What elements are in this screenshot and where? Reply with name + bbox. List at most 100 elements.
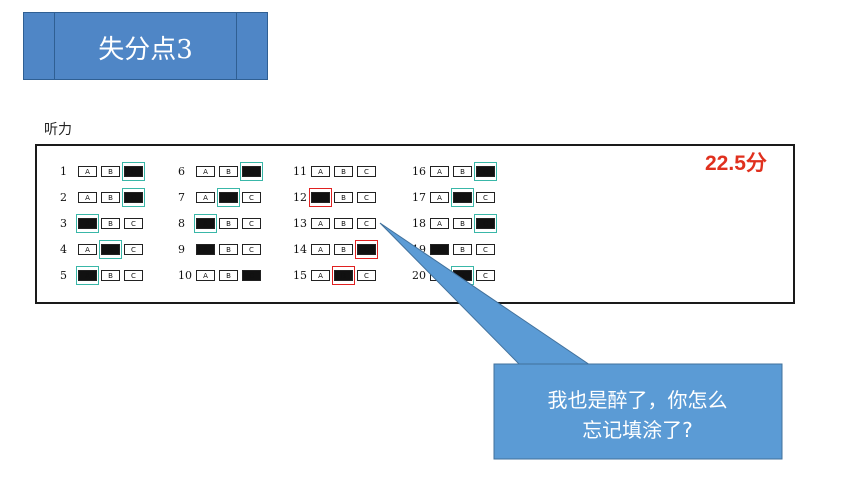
question-number: 14 bbox=[293, 243, 307, 256]
option-c-bubble[interactable]: C bbox=[242, 270, 261, 281]
option-c-bubble[interactable]: C bbox=[240, 162, 263, 181]
correct-mark-box bbox=[99, 240, 122, 259]
question-number: 15 bbox=[293, 269, 307, 282]
wrong-mark-box bbox=[355, 240, 378, 259]
option-b-bubble[interactable]: B bbox=[453, 218, 472, 229]
option-c-bubble[interactable]: C bbox=[124, 244, 143, 255]
option-a-bubble[interactable]: A bbox=[196, 244, 215, 255]
callout-pointer bbox=[379, 222, 592, 366]
option-b-bubble[interactable]: B bbox=[332, 266, 355, 285]
callout-line-1: 我也是醉了，你怎么 bbox=[547, 388, 728, 412]
option-c-bubble[interactable]: C bbox=[476, 270, 495, 281]
option-b-bubble[interactable]: B bbox=[219, 166, 238, 177]
option-c-bubble[interactable]: C bbox=[242, 218, 261, 229]
option-a-bubble[interactable]: A bbox=[196, 270, 215, 281]
option-a-bubble[interactable]: A bbox=[78, 192, 97, 203]
option-c-bubble[interactable]: C bbox=[124, 218, 143, 229]
option-a-bubble[interactable]: A bbox=[311, 166, 330, 177]
option-a-bubble[interactable]: A bbox=[196, 166, 215, 177]
option-c-bubble[interactable]: C bbox=[122, 162, 145, 181]
option-b-bubble[interactable]: B bbox=[219, 244, 238, 255]
wrong-mark-box bbox=[309, 188, 332, 207]
question-number: 18 bbox=[412, 217, 426, 230]
answer-sheet bbox=[35, 144, 795, 304]
option-c-bubble[interactable]: C bbox=[355, 240, 378, 259]
option-a-bubble[interactable]: A bbox=[76, 214, 99, 233]
option-b-bubble[interactable]: B bbox=[334, 192, 353, 203]
correct-mark-box bbox=[194, 214, 217, 233]
question-number: 20 bbox=[412, 269, 426, 282]
option-b-bubble[interactable]: B bbox=[453, 244, 472, 255]
correct-mark-box bbox=[76, 266, 99, 285]
option-a-bubble[interactable]: A bbox=[430, 218, 449, 229]
option-b-bubble[interactable]: B bbox=[101, 270, 120, 281]
option-b-bubble[interactable]: B bbox=[334, 166, 353, 177]
question-number: 4 bbox=[60, 243, 67, 256]
option-a-bubble[interactable]: A bbox=[430, 192, 449, 203]
option-c-bubble[interactable]: C bbox=[476, 192, 495, 203]
option-c-bubble[interactable]: C bbox=[476, 244, 495, 255]
option-a-bubble[interactable]: A bbox=[430, 244, 449, 255]
option-b-bubble[interactable]: B bbox=[219, 218, 238, 229]
question-number: 3 bbox=[60, 217, 67, 230]
option-c-bubble[interactable]: C bbox=[357, 270, 376, 281]
option-b-bubble[interactable]: B bbox=[334, 218, 353, 229]
slide-title: 失分点3 bbox=[98, 35, 193, 65]
option-c-bubble[interactable]: C bbox=[242, 244, 261, 255]
option-c-bubble[interactable]: C bbox=[124, 270, 143, 281]
option-b-bubble[interactable]: B bbox=[99, 240, 122, 259]
option-c-bubble[interactable]: C bbox=[357, 192, 376, 203]
option-a-bubble[interactable]: A bbox=[78, 244, 97, 255]
question-number: 2 bbox=[60, 191, 67, 204]
option-b-bubble[interactable]: B bbox=[334, 244, 353, 255]
option-a-bubble[interactable]: A bbox=[311, 218, 330, 229]
option-c-bubble[interactable]: C bbox=[474, 214, 497, 233]
option-c-bubble[interactable]: C bbox=[122, 188, 145, 207]
question-number: 5 bbox=[60, 269, 67, 282]
option-c-bubble[interactable]: C bbox=[474, 162, 497, 181]
callout-box bbox=[493, 363, 783, 460]
option-c-bubble[interactable]: C bbox=[242, 192, 261, 203]
option-a-bubble[interactable]: A bbox=[311, 244, 330, 255]
option-a-bubble[interactable]: A bbox=[78, 166, 97, 177]
question-number: 6 bbox=[178, 165, 185, 178]
option-a-bubble[interactable]: A bbox=[196, 192, 215, 203]
question-number: 1 bbox=[60, 165, 67, 178]
option-a-bubble[interactable]: A bbox=[311, 270, 330, 281]
option-a-bubble[interactable]: A bbox=[430, 166, 449, 177]
correct-mark-box bbox=[122, 162, 145, 181]
option-c-bubble[interactable]: C bbox=[357, 218, 376, 229]
option-a-bubble[interactable]: A bbox=[309, 188, 332, 207]
question-number: 12 bbox=[293, 191, 307, 204]
question-number: 11 bbox=[293, 165, 307, 178]
correct-mark-box bbox=[122, 188, 145, 207]
question-number: 16 bbox=[412, 165, 426, 178]
option-c-bubble[interactable]: C bbox=[357, 166, 376, 177]
option-a-bubble[interactable]: A bbox=[76, 266, 99, 285]
option-b-bubble[interactable]: B bbox=[219, 270, 238, 281]
question-number: 17 bbox=[412, 191, 426, 204]
option-b-bubble[interactable]: B bbox=[101, 166, 120, 177]
question-number: 13 bbox=[293, 217, 307, 230]
option-b-bubble[interactable]: B bbox=[101, 192, 120, 203]
option-b-bubble[interactable]: B bbox=[101, 218, 120, 229]
option-b-bubble[interactable]: B bbox=[451, 188, 474, 207]
option-a-bubble[interactable]: A bbox=[194, 214, 217, 233]
score-label: 22.5分 bbox=[705, 152, 767, 175]
section-label: 听力 bbox=[44, 122, 72, 138]
option-b-bubble[interactable]: B bbox=[217, 188, 240, 207]
option-b-bubble[interactable]: B bbox=[453, 166, 472, 177]
title-box: 失分点3 bbox=[23, 12, 268, 80]
